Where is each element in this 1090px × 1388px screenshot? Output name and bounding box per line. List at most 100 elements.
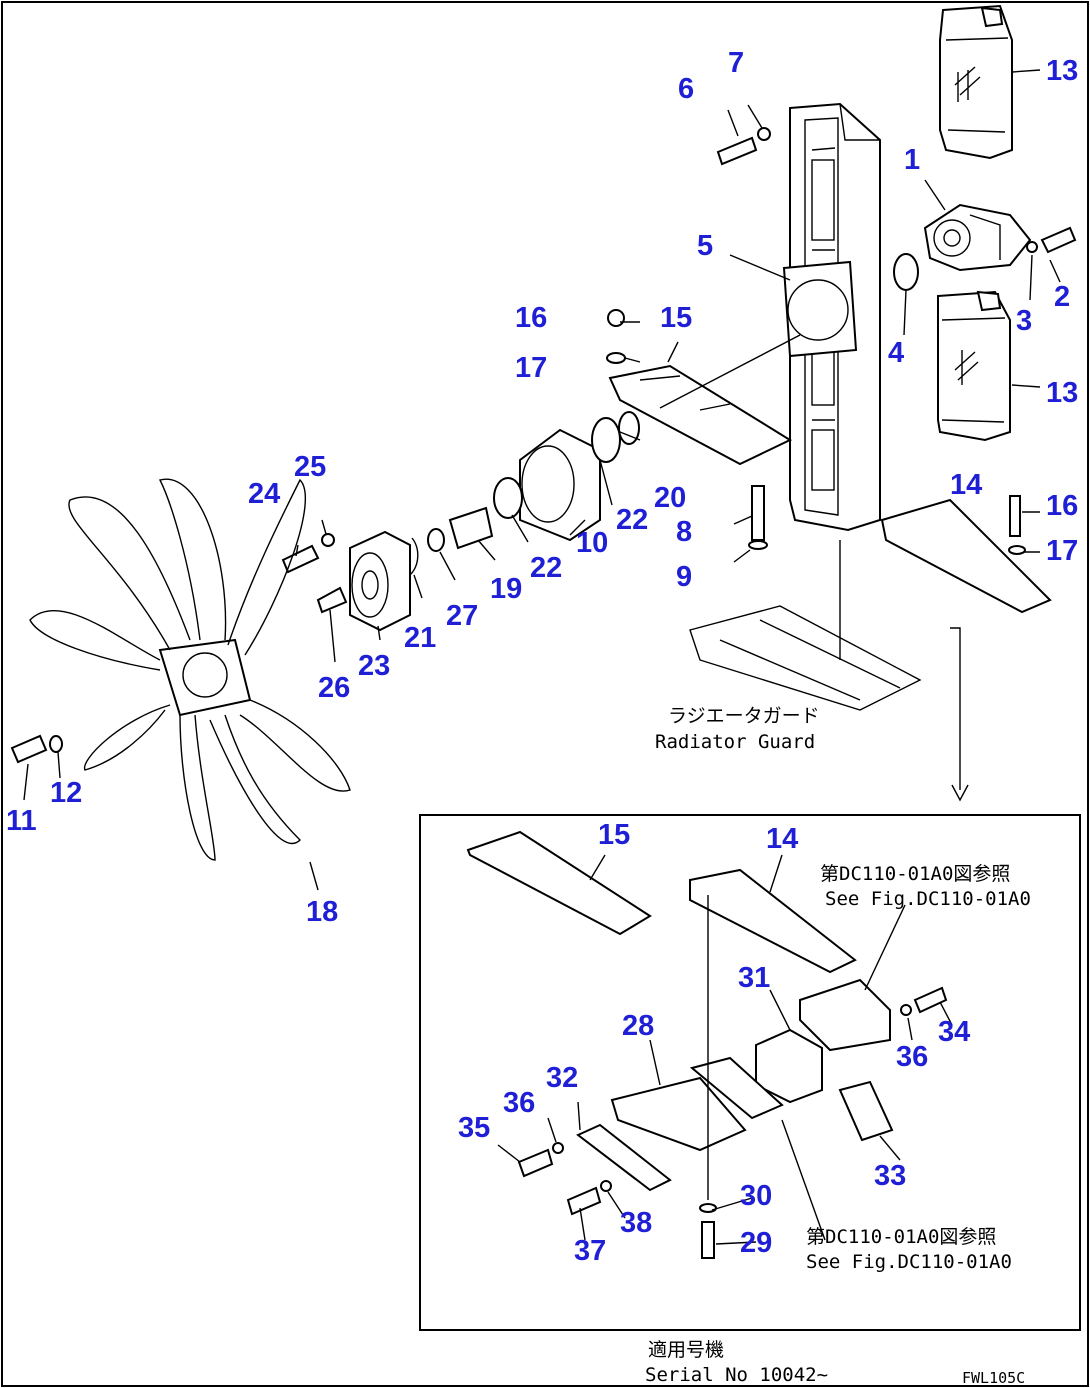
radiator-guard-frame [782,102,881,532]
bracket-14 [880,498,1052,614]
o-ring-4 [893,253,919,291]
callout-36-right: 36 [896,1041,928,1073]
washer-36a [552,1142,564,1154]
callout-21: 21 [404,622,436,654]
serial-label-jp: 適用号機 [648,1339,724,1361]
callout-16a: 16 [515,302,547,334]
inset-leader-lines [497,854,953,1245]
snap-ring-21 [409,537,419,576]
plate-28 [610,1076,747,1152]
callout-14-inset: 14 [766,823,798,855]
callout-25: 25 [294,451,326,483]
callout-1: 1 [904,144,920,176]
callout-10: 10 [576,527,608,559]
callout-19: 19 [490,573,522,605]
leader-lines [23,69,1061,891]
callout-11: 11 [6,805,37,837]
callout-8: 8 [676,516,692,548]
bracket-32 [576,1123,672,1192]
housing-10 [519,428,601,542]
callout-34: 34 [938,1016,970,1048]
fan-pulley-23 [349,530,411,632]
shaft-19 [448,506,494,550]
bracket-15 [608,364,793,466]
bolt-2 [1040,226,1077,254]
bolt-34 [913,986,948,1014]
callout-7: 7 [728,47,744,79]
washer-17b [1008,545,1026,555]
callout-33: 33 [874,1160,906,1192]
callout-16b: 16 [1046,490,1078,522]
callout-30: 30 [740,1180,772,1212]
callout-38: 38 [620,1207,652,1239]
bracket-33 [838,1080,894,1142]
callout-37: 37 [574,1235,606,1267]
bolt-29 [701,1221,715,1259]
inset-detail-frame [419,814,1081,1331]
callout-17a: 17 [515,352,547,384]
washer-7 [757,127,771,141]
callout-numbers: 1 2 3 4 5 6 7 8 9 10 11 12 13 13 14 15 1… [6,47,1078,1267]
serial-label-en: Serial No 10042~ [645,1364,828,1386]
bolt-6 [716,136,758,166]
callout-14: 14 [950,469,982,501]
callout-35: 35 [458,1112,490,1144]
radiator-core-upper [939,4,1013,160]
callout-17b: 17 [1046,535,1078,567]
grease-nipple-26 [316,586,348,614]
bolt-24 [281,544,320,574]
bearing-22a [591,417,621,463]
callout-32: 32 [546,1062,578,1094]
callout-31: 31 [738,962,770,994]
inset-bracket-14 [689,868,857,974]
washer-25 [321,533,335,547]
see-fig-top-jp: 第DC110-01A0図参照 [820,863,1010,885]
callout-24: 24 [248,478,280,510]
callout-2: 2 [1054,281,1070,313]
washer-3 [1026,241,1038,253]
washer-30 [699,1203,717,1213]
callout-29: 29 [740,1227,772,1259]
callout-23: 23 [358,650,390,682]
seal-20 [618,411,640,445]
callout-36-left: 36 [503,1087,535,1119]
plate-upper [799,978,891,1052]
callout-15: 15 [660,302,692,334]
callout-13b: 13 [1046,377,1078,409]
callout-12: 12 [50,777,82,809]
washer-36b [900,1004,912,1016]
callout-27: 27 [446,600,478,632]
callout-22b: 22 [530,552,562,584]
radiator-guard-label-en: Radiator Guard [655,731,815,753]
bolt-16 [1009,495,1021,537]
see-fig-bottom-en: See Fig.DC110-01A0 [806,1251,1012,1273]
chassis-outline [689,605,922,711]
cooling-fan-18 [29,478,351,861]
bearing-22b [493,477,523,519]
see-fig-bottom-jp: 第DC110-01A0図参照 [806,1226,996,1248]
callout-4: 4 [888,337,904,369]
bolt-8 [751,485,765,541]
bolt-11 [10,734,48,764]
drawing-code: FWL105C [962,1369,1025,1387]
callout-6: 6 [678,73,694,105]
see-fig-top-en: See Fig.DC110-01A0 [825,888,1031,910]
radiator-guard-label-jp: ラジエータガード [668,705,820,727]
callout-20: 20 [654,482,686,514]
callout-15-inset: 15 [598,819,630,851]
callout-3: 3 [1016,305,1032,337]
callout-5: 5 [697,230,713,262]
fan-motor [923,203,1032,272]
callout-26: 26 [318,672,350,704]
plate-mid [689,1056,784,1120]
washer-12 [49,735,63,753]
bolt-37 [566,1186,602,1216]
callout-18: 18 [306,896,338,928]
collar-27 [427,528,445,552]
washer-17 [606,352,626,364]
callout-13a: 13 [1046,55,1078,87]
radiator-core-lower [937,290,1011,442]
